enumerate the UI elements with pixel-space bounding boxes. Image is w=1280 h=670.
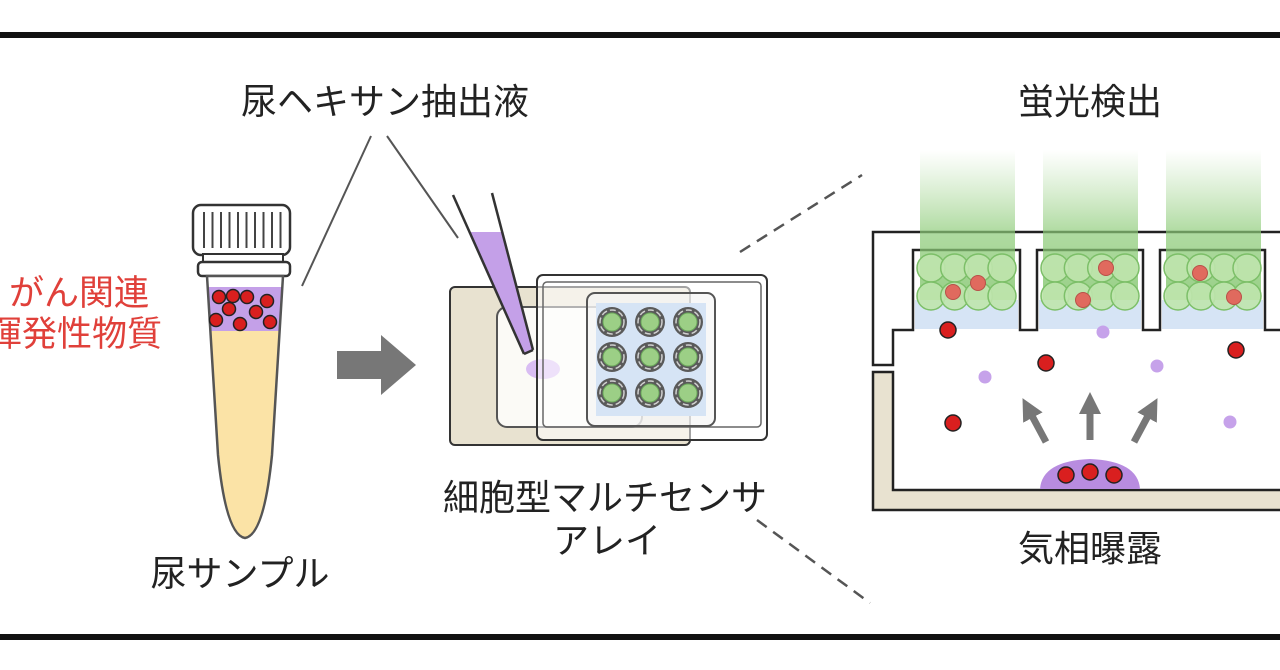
voc-molecule (1037, 354, 1055, 372)
well-ring (599, 344, 625, 370)
tube-cap-ridges (203, 212, 282, 248)
responding-cell-signal (1192, 265, 1208, 281)
sensor-cell (1232, 253, 1262, 283)
sensor-array-device (449, 192, 768, 446)
voc-molecule (939, 321, 957, 339)
well-cells (602, 347, 622, 367)
well-ring (637, 344, 663, 370)
sensor-well (597, 342, 627, 372)
sensor-array-label-line1: 細胞型マルチセンサ (443, 478, 767, 519)
tube-voc-molecules (208, 288, 278, 332)
process-arrow (337, 335, 416, 395)
tube-lip (196, 260, 292, 278)
tube-outline (205, 274, 285, 540)
pipette-extract (469, 232, 533, 354)
urine-sample-tube (191, 203, 292, 540)
chip-well-grid (597, 307, 703, 408)
voc-molecule (248, 304, 264, 320)
sensor-well (635, 342, 665, 372)
well-ring (599, 309, 625, 335)
sensor-array-label-line2: アレイ (553, 521, 661, 562)
voc-molecule (1057, 466, 1075, 484)
well-ring (637, 380, 663, 406)
tube-cap (191, 203, 292, 257)
well-cells (640, 312, 660, 332)
well-ring (675, 309, 701, 335)
well-ring (675, 344, 701, 370)
responding-cell-signal (970, 275, 986, 291)
chamber-voc-molecules (939, 321, 1245, 432)
sensor-well (635, 378, 665, 408)
well-cells (640, 383, 660, 403)
zoom-line-lower (756, 518, 871, 605)
leader-line-to-tube (301, 135, 372, 287)
well-cells (602, 383, 622, 403)
bottom-border-line (0, 634, 1280, 640)
droplet-voc-molecules (1057, 463, 1123, 484)
voc-molecule (232, 316, 248, 332)
cell-well (915, 253, 1018, 329)
sensor-cell-wells (915, 253, 1263, 329)
voc-molecule (239, 289, 255, 305)
well-cells (602, 312, 622, 332)
well-ring (675, 380, 701, 406)
sensor-well (673, 378, 703, 408)
well-cells (640, 347, 660, 367)
volatile-compounds-label: 揮発性物質 (0, 315, 162, 355)
voc-molecule (944, 414, 962, 432)
solvent-molecule (1150, 359, 1164, 373)
top-border-line (0, 32, 1280, 38)
voc-molecule (262, 314, 278, 330)
well-ring (599, 380, 625, 406)
cell-well (1162, 253, 1263, 329)
voc-molecule (225, 288, 241, 304)
solvent-molecule (1223, 415, 1237, 429)
urine-sample-label: 尿サンプル (151, 554, 330, 595)
responding-cell-signal (1075, 292, 1091, 308)
well-cells (678, 383, 698, 403)
pipette-tip (451, 192, 535, 356)
leader-line-to-pipette (386, 135, 459, 239)
responding-cell-signal (1098, 260, 1114, 276)
well-cells (678, 312, 698, 332)
vapor-exposure-label: 気相曝露 (1018, 529, 1162, 570)
zoom-line-upper (739, 173, 863, 254)
voc-molecule (1227, 341, 1245, 359)
pipette-edge-right (490, 192, 535, 351)
well-cells (678, 347, 698, 367)
voc-molecule (208, 312, 224, 328)
cell-well (1039, 253, 1141, 329)
evaporation-arrow (1022, 398, 1050, 444)
cancer-related-label: がん関連 (9, 274, 149, 314)
responding-cell-signal (1226, 289, 1242, 305)
exposure-chamber-outline (871, 370, 1280, 512)
sensor-cell (1110, 281, 1140, 311)
sensor-well (597, 378, 627, 408)
hexane-extract-label: 尿ヘキサン抽出液 (241, 82, 529, 123)
sensor-well (635, 307, 665, 337)
sensor-well (673, 342, 703, 372)
pipette-tip-end (523, 348, 534, 356)
fluorescence-detection-label: 蛍光検出 (1018, 82, 1162, 123)
solvent-molecule (978, 370, 992, 384)
sensor-cross-section (871, 150, 1280, 512)
pipette-edge-left (451, 194, 526, 355)
sensor-cell (987, 253, 1017, 283)
voc-molecule (211, 289, 227, 305)
solvent-molecule (1096, 325, 1110, 339)
sensor-cell (1110, 253, 1140, 283)
well-ring (637, 309, 663, 335)
evaporation-arrow (1130, 398, 1158, 444)
voc-molecule (221, 301, 237, 317)
exposure-chamber (873, 372, 1280, 510)
responding-cell-signal (945, 284, 961, 300)
sensor-well (597, 307, 627, 337)
voc-molecule (259, 293, 275, 309)
sensor-cell (987, 281, 1017, 311)
voc-molecule (1105, 466, 1123, 484)
sensor-well (673, 307, 703, 337)
voc-molecule (1081, 463, 1099, 481)
